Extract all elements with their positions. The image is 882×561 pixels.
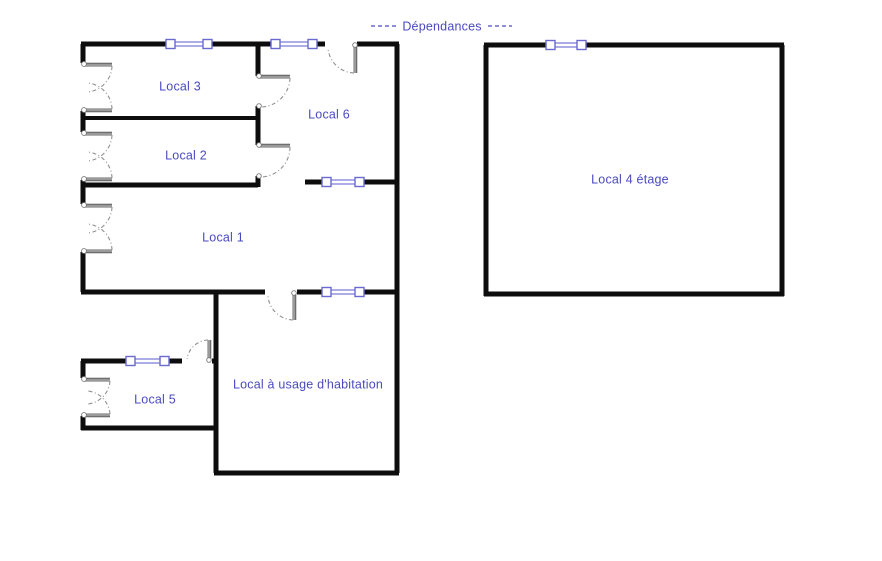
door-hinge-icon bbox=[206, 357, 212, 363]
window-mullion-icon bbox=[270, 38, 281, 50]
door-swing-arc bbox=[87, 206, 113, 234]
room-label-local4-etage: Local 4 étage bbox=[591, 172, 669, 186]
door-habitation-top bbox=[265, 289, 297, 321]
room-label-habitation: Local à usage d'habitation bbox=[233, 377, 383, 391]
door-local2-left-double bbox=[80, 130, 113, 182]
door-local5-top-right bbox=[182, 339, 212, 364]
window-mullion-icon bbox=[576, 39, 587, 51]
door-hinge-icon bbox=[256, 173, 262, 179]
door-swing-arc bbox=[87, 65, 113, 93]
plan-title-group: Dépendances bbox=[371, 19, 512, 33]
window-mullion-icon bbox=[159, 355, 170, 367]
door-swing-arc bbox=[261, 146, 291, 178]
door-hinge-icon bbox=[291, 290, 297, 296]
door-local5-left-double bbox=[80, 376, 111, 418]
window-mullion-icon bbox=[165, 38, 176, 50]
door-local3-to-local6 bbox=[255, 73, 291, 109]
door-hinge-icon bbox=[81, 412, 87, 418]
window-mullion-icon bbox=[307, 38, 318, 50]
window-local4-top bbox=[545, 39, 587, 51]
door-local6-top bbox=[325, 41, 358, 74]
window-mullion-icon bbox=[125, 355, 136, 367]
local4-building-walls bbox=[483, 42, 785, 297]
door-hinge-icon bbox=[81, 202, 87, 208]
room-label-local5: Local 5 bbox=[134, 392, 176, 406]
door-swing-arc bbox=[87, 223, 113, 251]
door-swing-arc bbox=[267, 295, 294, 321]
door-hinge-icon bbox=[81, 130, 87, 136]
page-title: Dépendances bbox=[402, 19, 481, 33]
door-hinge-icon bbox=[352, 42, 358, 48]
door-swing-arc bbox=[87, 151, 113, 179]
door-hinge-icon bbox=[81, 248, 87, 254]
door-hinge-icon bbox=[81, 61, 87, 67]
window-local6-bottom bbox=[321, 176, 365, 188]
door-swing-arc bbox=[87, 390, 111, 415]
window-mullion-icon bbox=[321, 176, 332, 188]
window-mullion-icon bbox=[202, 38, 213, 50]
window-mullion-icon bbox=[545, 39, 556, 51]
door-swing-arc bbox=[186, 339, 209, 360]
window-mullion-icon bbox=[354, 286, 365, 298]
door-swing-arc bbox=[87, 380, 111, 405]
door-hinge-icon bbox=[256, 103, 262, 109]
room-label-local2: Local 2 bbox=[165, 148, 207, 162]
door-swing-arc bbox=[327, 47, 355, 74]
window-mullion-icon bbox=[321, 286, 332, 298]
door-local1-left-double bbox=[80, 202, 113, 254]
window-local3-top bbox=[165, 38, 213, 50]
door-local2-to-local6 bbox=[255, 142, 291, 179]
window-local1-bottom bbox=[321, 286, 365, 298]
door-hinge-icon bbox=[81, 176, 87, 182]
door-swing-arc bbox=[261, 77, 291, 108]
door-hinge-icon bbox=[81, 107, 87, 113]
room-label-local3: Local 3 bbox=[159, 79, 201, 93]
door-local3-left-double bbox=[80, 61, 113, 113]
window-local6-top bbox=[270, 38, 318, 50]
door-hinge-icon bbox=[256, 142, 262, 148]
door-swing-arc bbox=[87, 82, 113, 110]
main-building-walls bbox=[80, 41, 400, 476]
door-swing-arc bbox=[87, 134, 113, 162]
window-mullion-icon bbox=[354, 176, 365, 188]
room-label-local6: Local 6 bbox=[308, 107, 350, 121]
door-hinge-icon bbox=[256, 73, 262, 79]
window-local5-top bbox=[125, 355, 170, 367]
door-hinge-icon bbox=[81, 376, 87, 382]
room-label-local1: Local 1 bbox=[202, 230, 244, 244]
